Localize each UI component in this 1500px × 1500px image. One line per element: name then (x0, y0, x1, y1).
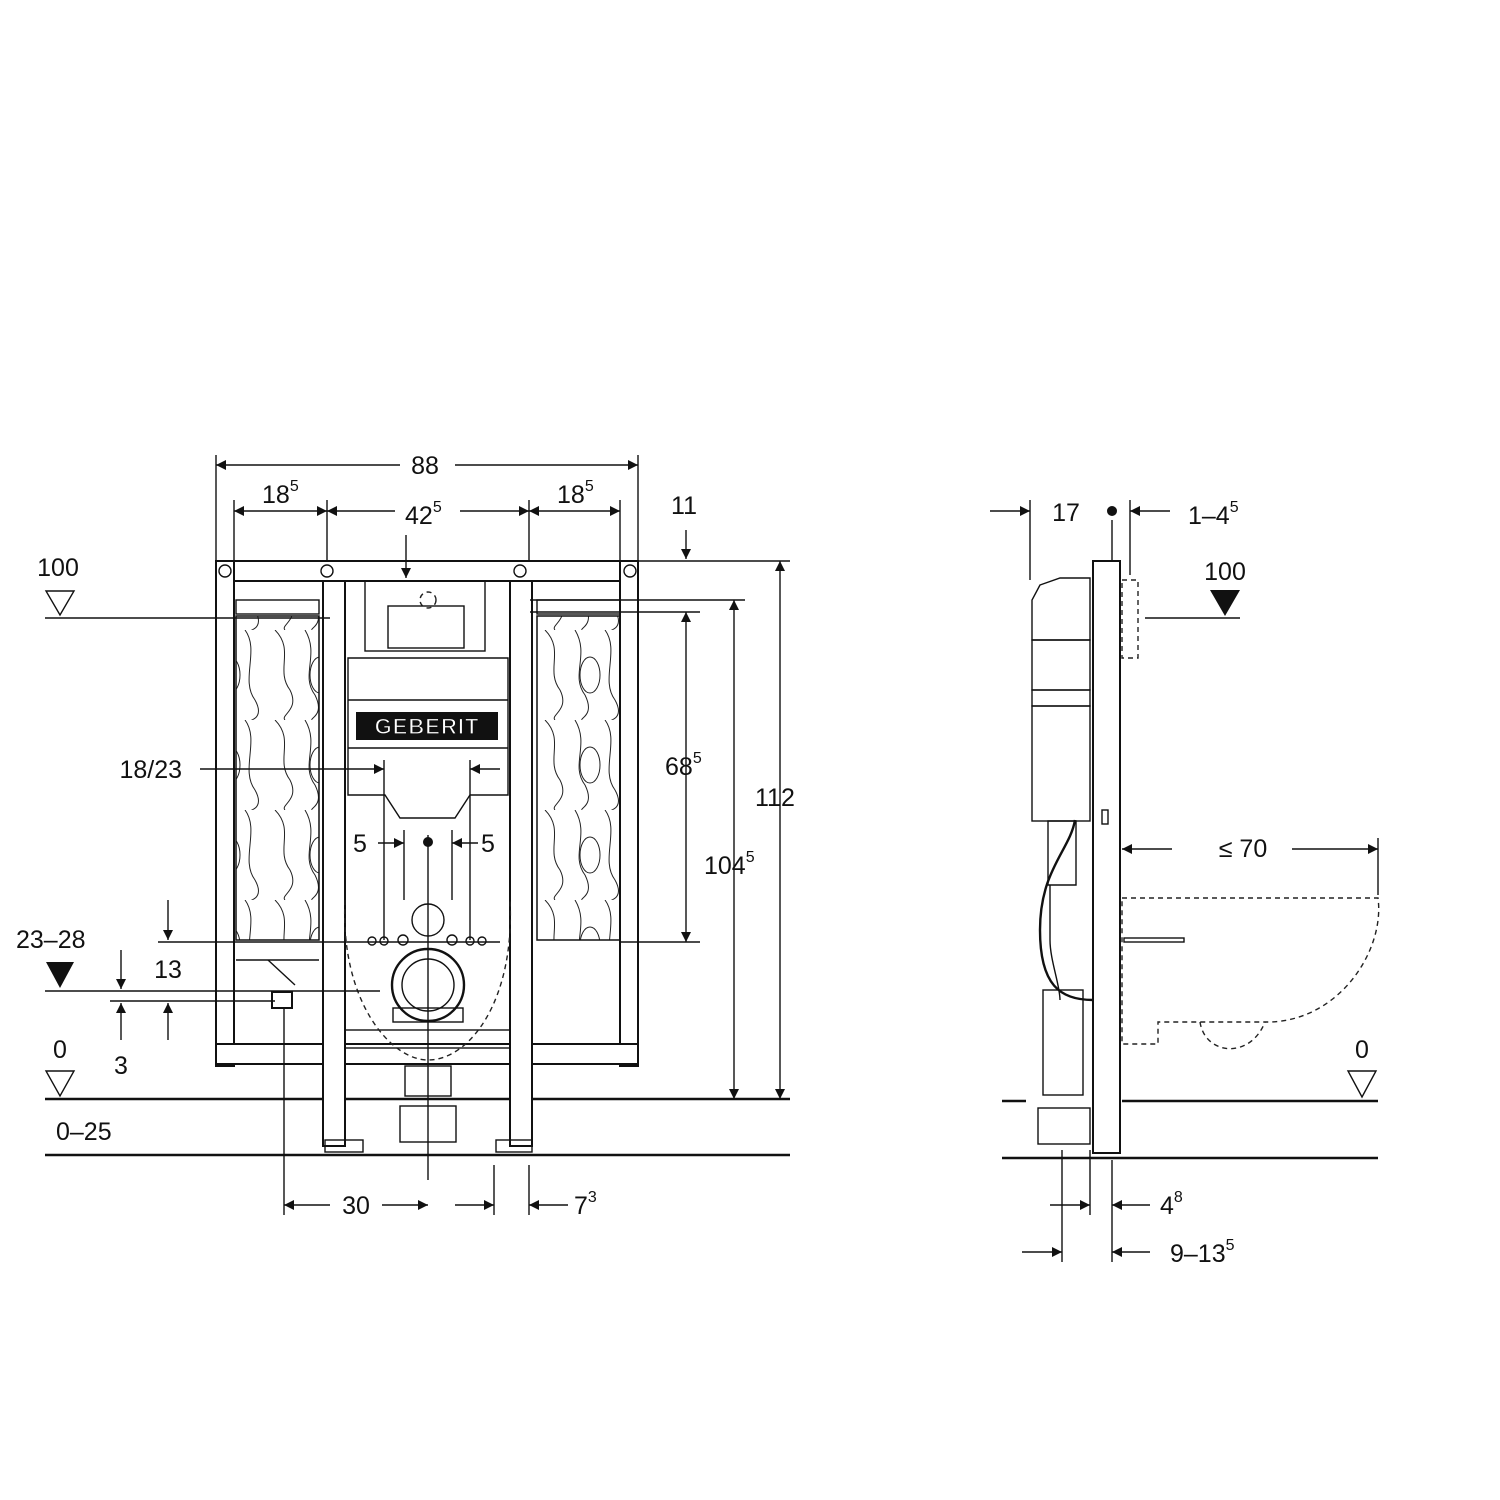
dim-supply-height: 13 (154, 956, 182, 984)
dim-foot-offset-sup: 3 (588, 1189, 597, 1206)
dim-left-bay-sup: 5 (290, 478, 299, 495)
dim-bowl-projection: ≤ 70 (1219, 835, 1267, 863)
svg-text:1–45: 1–45 (1188, 499, 1239, 530)
side-level-0-marker (1346, 1070, 1378, 1099)
brand-logo: GEBERIT (375, 714, 480, 739)
dim-wall-offset: 9–13 (1170, 1240, 1226, 1268)
floor-range-label: 0–25 (56, 1118, 112, 1146)
side-level-top-label: 100 (1204, 558, 1246, 586)
dim-total-width: 88 (411, 452, 439, 480)
dim-total-height: 112 (755, 784, 795, 812)
dim-connector-width: 18/23 (119, 756, 182, 784)
svg-text:9–135: 9–135 (1170, 1237, 1235, 1268)
dim-offset-right: 5 (481, 830, 495, 858)
dim-foot-offset: 7 (574, 1192, 588, 1220)
side-drain-pipe (1042, 989, 1084, 1096)
side-cistern (1031, 577, 1109, 886)
level-markers (44, 590, 76, 1098)
svg-text:48: 48 (1160, 1189, 1183, 1220)
dim-supply-distance: 30 (342, 1192, 370, 1220)
svg-text:425: 425 (405, 499, 442, 530)
dim-outlet-offset: 4 (1160, 1192, 1174, 1220)
side-level-100-marker (1210, 590, 1240, 616)
dim-mid-height: 104 (704, 852, 746, 880)
level-floor-label: 0 (53, 1036, 67, 1064)
svg-text:185: 185 (557, 478, 594, 509)
dim-right-bay-sup: 5 (585, 478, 594, 495)
dim-cistern-depth: 17 (1052, 499, 1080, 527)
level-drain-marker (46, 962, 74, 988)
dimension-lines (116, 460, 785, 1210)
dim-center-width-sup: 5 (433, 499, 442, 516)
svg-text:685: 685 (665, 750, 702, 781)
level-100-marker (44, 590, 76, 617)
level-drain-label: 23–28 (16, 926, 86, 954)
dim-supply-offset: 3 (114, 1052, 128, 1080)
level-0-marker (44, 1070, 76, 1098)
dim-right-bay: 18 (557, 481, 585, 509)
right-wood-board (536, 615, 621, 941)
dim-upper-height-sup: 5 (693, 750, 702, 767)
dim-top-offset: 11 (671, 492, 697, 520)
side-panel-outline (1121, 579, 1139, 659)
front-view: GEBERIT (16, 452, 795, 1220)
side-view: 17 1–45 100 ≤ 70 0 48 9–135 (990, 499, 1380, 1268)
cistern: GEBERIT (347, 580, 509, 819)
dim-panel-gap: 1–4 (1188, 502, 1230, 530)
side-supply-hose (1038, 819, 1094, 1002)
dim-offset-left: 5 (353, 830, 367, 858)
svg-text:1045: 1045 (704, 849, 755, 880)
dim-outlet-offset-sup: 8 (1174, 1189, 1183, 1206)
side-frame-column (1092, 560, 1121, 1154)
svg-text:185: 185 (262, 478, 299, 509)
side-toilet-bowl (1121, 897, 1380, 1045)
brand-plate (356, 712, 498, 740)
dim-center-width: 42 (405, 502, 433, 530)
left-wood-board (235, 615, 320, 941)
dim-mid-height-sup: 5 (746, 849, 755, 866)
dim-upper-height: 68 (665, 753, 693, 781)
front-labels: 88 185 425 185 11 100 18/23 5 5 685 1045… (16, 452, 795, 1220)
reference-lines (45, 455, 790, 1215)
svg-text:73: 73 (574, 1189, 597, 1220)
dim-panel-gap-sup: 5 (1230, 499, 1239, 516)
dim-left-bay: 18 (262, 481, 290, 509)
side-level-floor-label: 0 (1355, 1036, 1369, 1064)
side-drain-outlet (1037, 1107, 1091, 1145)
inner-frame (322, 580, 533, 1153)
dim-wall-offset-sup: 5 (1226, 1237, 1235, 1254)
level-top-label: 100 (37, 554, 79, 582)
